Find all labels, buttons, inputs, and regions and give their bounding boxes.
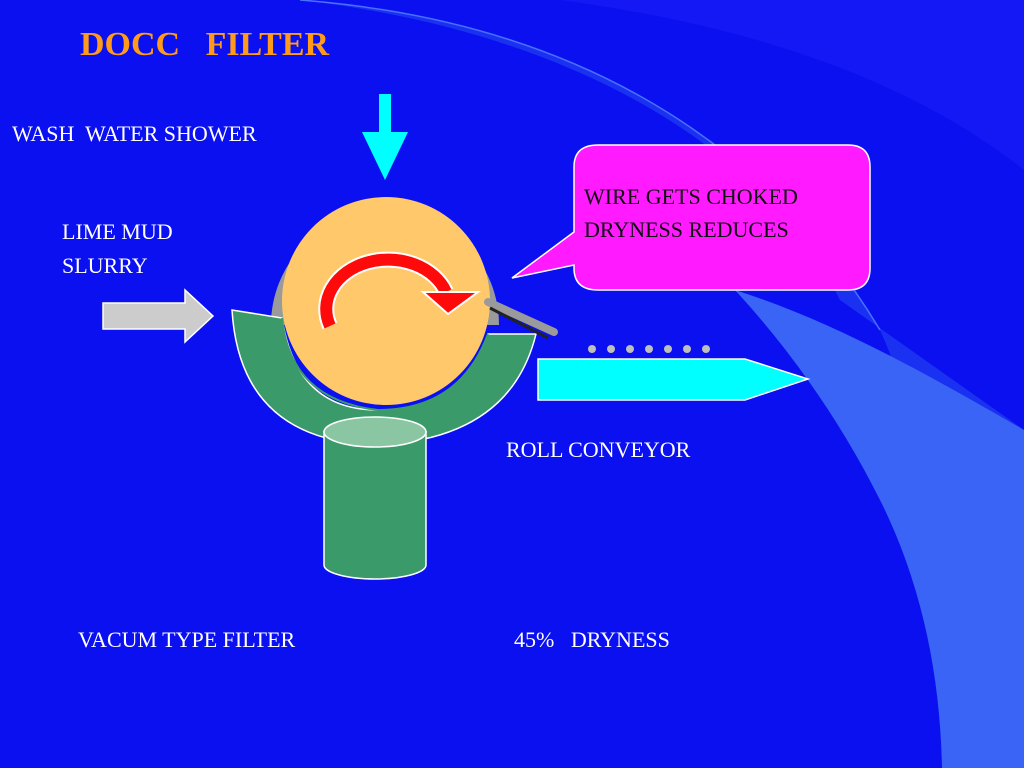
lime-mud-label: LIME MUD [62, 219, 173, 244]
doctor-blade [484, 298, 558, 340]
diagram-title: DOCC FILTER [80, 26, 330, 63]
callout-text: WIRE GETS CHOKED DRYNESS REDUCES [584, 180, 798, 246]
roll-conveyor [537, 358, 811, 401]
callout-line-1: WIRE GETS CHOKED [584, 184, 798, 209]
filter-drum [282, 197, 490, 405]
vacuum-cylinder [323, 416, 427, 580]
vat-rim [281, 317, 489, 412]
background-swoosh-top [560, 0, 1024, 170]
rotation-arrow [318, 251, 482, 330]
slurry-label: SLURRY [62, 253, 148, 278]
roll-conveyor-label: ROLL CONVEYOR [506, 437, 691, 462]
dryness-label: 45% DRYNESS [514, 627, 670, 652]
callout-line-2: DRYNESS REDUCES [584, 217, 789, 242]
slurry-input-arrow [102, 288, 215, 344]
wash-water-shower-label: WASH WATER SHOWER [12, 121, 257, 146]
conveyor-dots [588, 345, 710, 353]
filter-vat [231, 309, 537, 446]
wash-water-shower-arrow [362, 94, 408, 180]
background-swoosh-lower [735, 290, 1024, 768]
callout-bubble [511, 144, 871, 291]
vacum-type-filter-label: VACUM TYPE FILTER [78, 627, 296, 652]
